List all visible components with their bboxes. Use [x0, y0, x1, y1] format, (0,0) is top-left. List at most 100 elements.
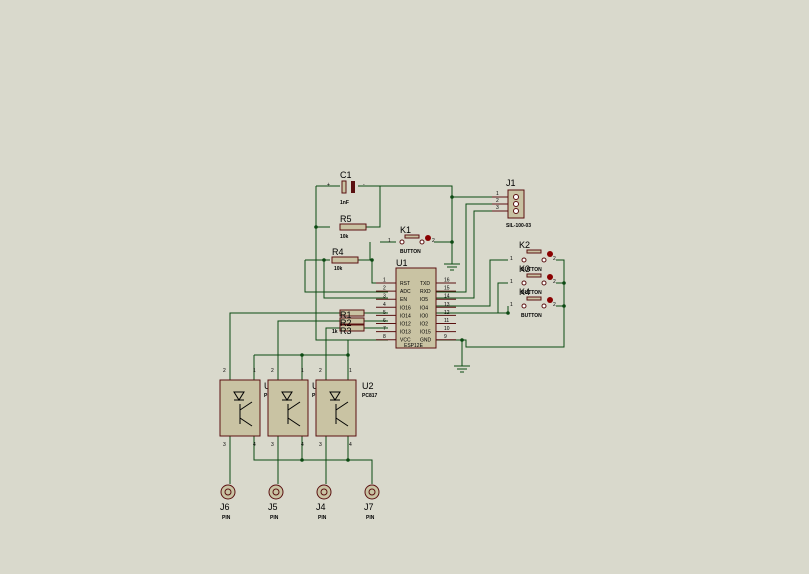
u1-pin-number: 10: [444, 326, 450, 332]
u1-pin-label: IO0: [420, 313, 428, 319]
j1-value: SIL-100-03: [506, 223, 531, 229]
u4-pin2: 2: [223, 368, 226, 374]
u2-pin2: 2: [319, 368, 322, 374]
k2-value: BUTTON: [521, 267, 542, 273]
u2-pin1: 1: [349, 368, 352, 374]
optocoupler-u2[interactable]: 2 1 3 4 U2 PC817: [315, 368, 378, 448]
pin-connector-j4[interactable]: J4 PIN: [316, 484, 332, 521]
u2-pin3: 3: [319, 442, 322, 448]
k4-value: BUTTON: [521, 313, 542, 319]
c1-value: 1nF: [340, 200, 349, 206]
r4-ref: R4: [332, 247, 344, 257]
u1-pin-number: 11: [444, 318, 449, 324]
u1-pin-label: IO15: [420, 330, 431, 336]
ground-symbol: [454, 365, 470, 373]
j5-value: PIN: [270, 515, 279, 521]
r1-ref: R1: [340, 310, 352, 320]
resistor-stack-r1-r3[interactable]: R1 R2 R3 1k: [332, 309, 365, 336]
button-k2[interactable]: K2 BUTTON 1 2: [510, 240, 556, 273]
j6-ref: J6: [220, 502, 230, 512]
k2-ref: K2: [519, 240, 530, 250]
j1-ref: J1: [506, 178, 516, 188]
u3-pin4: 4: [301, 442, 304, 448]
r5-value: 10k: [340, 234, 349, 240]
c1-ref: C1: [340, 170, 352, 180]
button-k3[interactable]: K3 BUTTON 1 2: [510, 264, 556, 296]
u2-pin4: 4: [349, 442, 352, 448]
pin-connector-j5[interactable]: J5 PIN: [268, 484, 284, 521]
u3-pin2: 2: [271, 368, 274, 374]
u2-value: PC817: [362, 393, 378, 399]
u1-pin-number: 3: [383, 294, 386, 300]
u1-pin-label: ADC: [400, 289, 411, 295]
j7-value: PIN: [366, 515, 375, 521]
ground-symbol: [444, 262, 460, 271]
u3-pin1: 1: [301, 368, 304, 374]
u1-pin-number: 12: [444, 310, 450, 316]
u1-pin-label: IO4: [420, 305, 428, 311]
j7-ref: J7: [364, 502, 374, 512]
u1-pin-number: 14: [444, 294, 450, 300]
k1-pin1: 1: [388, 238, 391, 244]
r3-ref: R3: [340, 326, 352, 336]
k4-ref: K4: [519, 287, 530, 297]
u1-pin-label: IO2: [420, 322, 428, 328]
pin-connector-j7[interactable]: J7 PIN: [364, 484, 380, 521]
u2-ref: U2: [362, 381, 374, 391]
button-k1[interactable]: K1 BUTTON 1 2: [388, 225, 435, 255]
u1-pin-number: 15: [444, 286, 450, 292]
j1-pin-3: 3: [496, 205, 499, 211]
k2-pin1: 1: [510, 256, 513, 262]
u1-pin-number: 8: [383, 334, 386, 340]
u1-pin-number: 7: [383, 326, 386, 332]
j1-pin-1: 1: [496, 191, 499, 197]
u4-pin1: 1: [253, 368, 256, 374]
button-k4[interactable]: K4 BUTTON 1 2: [510, 287, 556, 319]
u1-pin-label: IO14: [400, 313, 411, 319]
u1-pin-label: GND: [420, 338, 432, 344]
junctions: [300, 195, 566, 462]
u4-pin3: 3: [223, 442, 226, 448]
u4-pin4: 4: [253, 442, 256, 448]
u1-pin-label: VCC: [400, 338, 411, 344]
u1-pin-label: RST: [400, 281, 410, 287]
r2-ref: R2: [340, 318, 352, 328]
k1-ref: K1: [400, 225, 411, 235]
u1-pin-number: 4: [383, 302, 386, 308]
r-stack-value: 1k: [332, 329, 338, 335]
u1-ref: U1: [396, 258, 408, 268]
u1-pin-number: 2: [383, 286, 386, 292]
k3-pin1: 1: [510, 279, 513, 285]
u1-pin-number: 1: [383, 278, 386, 284]
k4-pin1: 1: [510, 302, 513, 308]
r5-ref: R5: [340, 214, 352, 224]
j4-value: PIN: [318, 515, 327, 521]
u1-pin-label: RXD: [420, 289, 431, 295]
u1-pin-number: 6: [383, 318, 386, 324]
u1-pin-number: 16: [444, 278, 450, 284]
u1-pin-label: IO12: [400, 322, 411, 328]
u1-pin-label: IO5: [420, 297, 428, 303]
u1-pin-number: 13: [444, 302, 450, 308]
u3-pin3: 3: [271, 442, 274, 448]
connector-j1[interactable]: J1 SIL-100-03 1 2 3: [492, 178, 531, 229]
j5-ref: J5: [268, 502, 278, 512]
optocoupler-u4[interactable]: 2 1 3 4 U4 PC817: [219, 368, 280, 448]
u1-value: ESP12E: [404, 343, 424, 349]
resistor-r5[interactable]: R5 10k: [339, 214, 367, 240]
u1-pin-label: EN: [400, 297, 407, 303]
k3-ref: K3: [519, 264, 530, 274]
capacitor-c1[interactable]: C1 1nF + -: [327, 170, 365, 206]
k1-pin2: 2: [432, 238, 435, 244]
k3-value: BUTTON: [521, 290, 542, 296]
u1-pin-number: 5: [383, 310, 386, 316]
resistor-r4[interactable]: R4 10k: [331, 247, 359, 272]
u1-pin-label: IO16: [400, 305, 411, 311]
pin-connector-j6[interactable]: J6 PIN: [220, 484, 236, 521]
j6-value: PIN: [222, 515, 231, 521]
